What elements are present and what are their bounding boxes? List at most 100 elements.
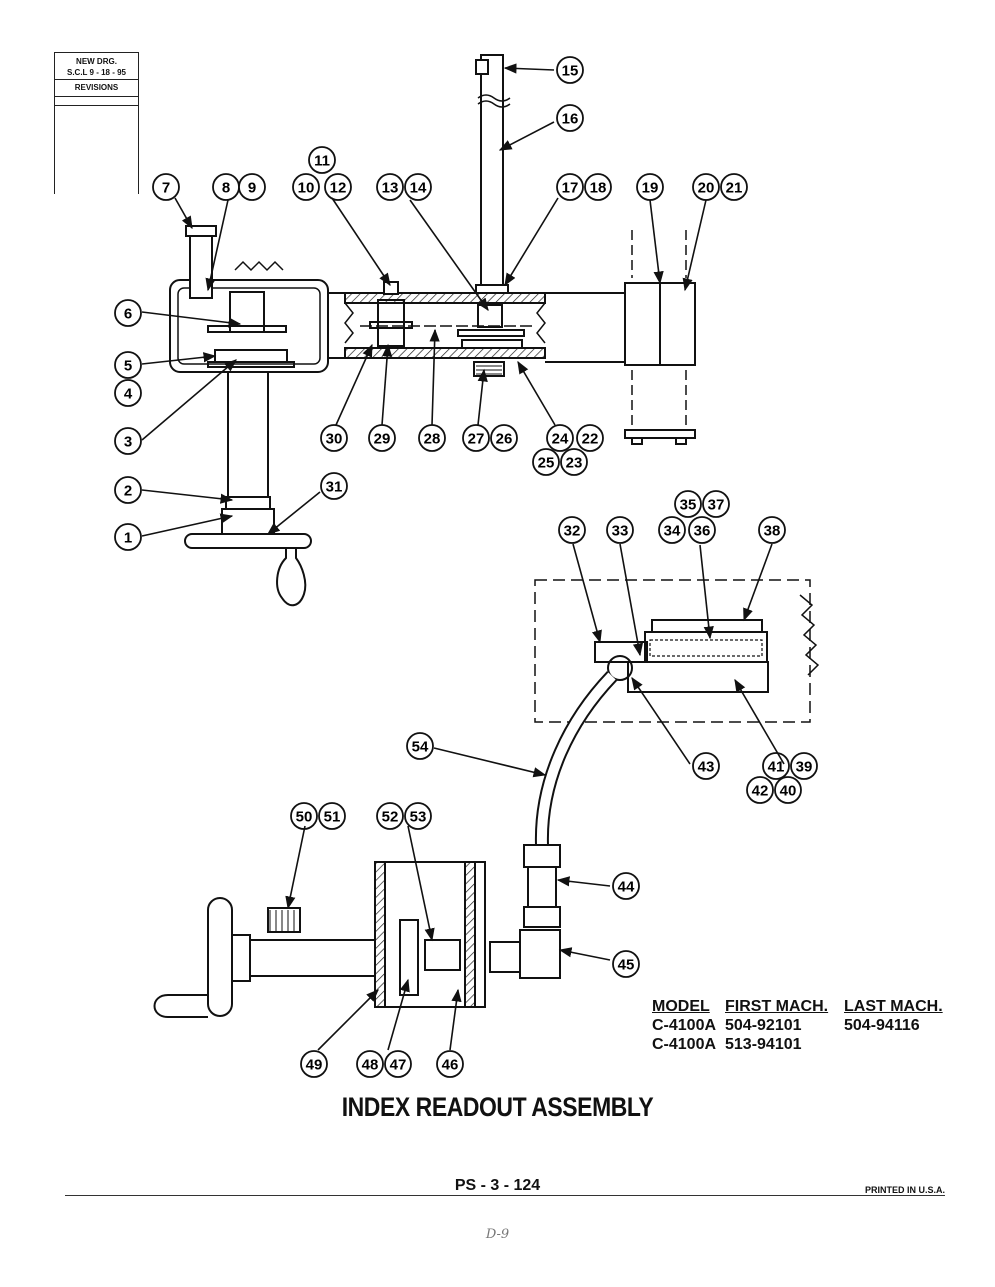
- callout-7: 7: [152, 173, 180, 201]
- callout-number: 24: [552, 431, 569, 448]
- model-table-header: MODEL FIRST MACH. LAST MACH.: [652, 997, 954, 1016]
- callout-number: 46: [442, 1057, 459, 1074]
- callout-32: 32: [558, 516, 586, 544]
- callout-circle: [320, 472, 348, 500]
- callout-30: 30: [320, 424, 348, 452]
- callout-circle: [292, 173, 320, 201]
- callout-circle: [758, 516, 786, 544]
- footer-divider: [65, 1195, 945, 1196]
- callout-number: 54: [412, 739, 429, 756]
- callout-6: 6: [114, 299, 142, 327]
- callout-12: 12: [324, 173, 352, 201]
- callout-34: 34: [658, 516, 686, 544]
- callout-number: 31: [326, 479, 343, 496]
- header-last-mach: LAST MACH.: [844, 998, 943, 1015]
- callout-circle: [300, 1050, 328, 1078]
- callout-number: 12: [330, 180, 347, 197]
- callout-53: 53: [404, 802, 432, 830]
- callout-28: 28: [418, 424, 446, 452]
- callout-circle: [556, 173, 584, 201]
- callout-15: 15: [556, 56, 584, 84]
- callout-circle: [114, 351, 142, 379]
- callout-circle: [320, 424, 348, 452]
- callout-number: 5: [124, 358, 132, 375]
- callout-circle: [556, 104, 584, 132]
- callout-27: 27: [462, 424, 490, 452]
- callout-9: 9: [238, 173, 266, 201]
- callout-number: 21: [726, 180, 743, 197]
- callout-number: 19: [642, 180, 659, 197]
- callout-50: 50: [290, 802, 318, 830]
- callout-number: 30: [326, 431, 343, 448]
- printed-in-label: PRINTED IN U.S.A.: [864, 1185, 945, 1195]
- callout-number: 36: [694, 523, 711, 540]
- callout-number: 20: [698, 180, 715, 197]
- callout-19: 19: [636, 173, 664, 201]
- callout-number: 33: [612, 523, 629, 540]
- callout-circle: [658, 516, 686, 544]
- revision-blank-row: [55, 97, 138, 106]
- callout-circle: [114, 427, 142, 455]
- readout-assembly: [489, 579, 820, 979]
- callout-13: 13: [376, 173, 404, 201]
- callout-number: 37: [708, 497, 725, 514]
- callout-circle: [532, 448, 560, 476]
- callout-number: 13: [382, 180, 399, 197]
- scl-date-label: S.C.L 9 - 18 - 95: [67, 68, 126, 77]
- callout-43: 43: [692, 752, 720, 780]
- callout-circle: [790, 752, 818, 780]
- callout-number: 9: [248, 180, 256, 197]
- callout-circle: [490, 424, 518, 452]
- cell-last-mach: [844, 1035, 954, 1054]
- callout-circle: [376, 802, 404, 830]
- callout-40: 40: [774, 776, 802, 804]
- callout-2: 2: [114, 476, 142, 504]
- callout-circle: [114, 379, 142, 407]
- callout-circle: [238, 173, 266, 201]
- callout-54: 54: [406, 732, 434, 760]
- callout-49: 49: [300, 1050, 328, 1078]
- callout-circle: [774, 776, 802, 804]
- callout-number: 50: [296, 809, 313, 826]
- callout-number: 22: [582, 431, 599, 448]
- callout-number: 53: [410, 809, 427, 826]
- cell-last-mach: 504-94116: [844, 1017, 920, 1034]
- callout-17: 17: [556, 173, 584, 201]
- callout-number: 27: [468, 431, 485, 448]
- callout-number: 49: [306, 1057, 323, 1074]
- cell-model: C-4100A: [652, 1036, 717, 1053]
- callout-number: 6: [124, 306, 132, 323]
- callout-circle: [152, 173, 180, 201]
- callout-number: 38: [764, 523, 781, 540]
- callout-number: 51: [324, 809, 341, 826]
- callout-35: 35: [674, 490, 702, 518]
- callout-52: 52: [376, 802, 404, 830]
- callout-25: 25: [532, 448, 560, 476]
- callout-number: 16: [562, 111, 579, 128]
- callout-number: 39: [796, 759, 813, 776]
- callout-circle: [308, 146, 336, 174]
- callout-number: 41: [768, 759, 785, 776]
- callout-1: 1: [114, 523, 142, 551]
- callout-number: 32: [564, 523, 581, 540]
- header-first-mach: FIRST MACH.: [725, 998, 829, 1015]
- callout-circle: [462, 424, 490, 452]
- callout-number: 4: [124, 386, 133, 403]
- callout-circle: [584, 173, 612, 201]
- callout-circle: [556, 56, 584, 84]
- callout-5: 5: [114, 351, 142, 379]
- callout-circle: [762, 752, 790, 780]
- callout-circle: [318, 802, 346, 830]
- model-table-row: C-4100A 504-92101 504-94116: [652, 1016, 954, 1035]
- callout-22: 22: [576, 424, 604, 452]
- callout-39: 39: [790, 752, 818, 780]
- callout-circle: [674, 490, 702, 518]
- callout-18: 18: [584, 173, 612, 201]
- handwritten-note: D-9: [485, 1227, 510, 1242]
- callout-number: 44: [618, 879, 635, 896]
- callout-circle: [692, 752, 720, 780]
- callout-number: 34: [664, 523, 681, 540]
- callout-number: 18: [590, 180, 607, 197]
- callout-44: 44: [612, 872, 640, 900]
